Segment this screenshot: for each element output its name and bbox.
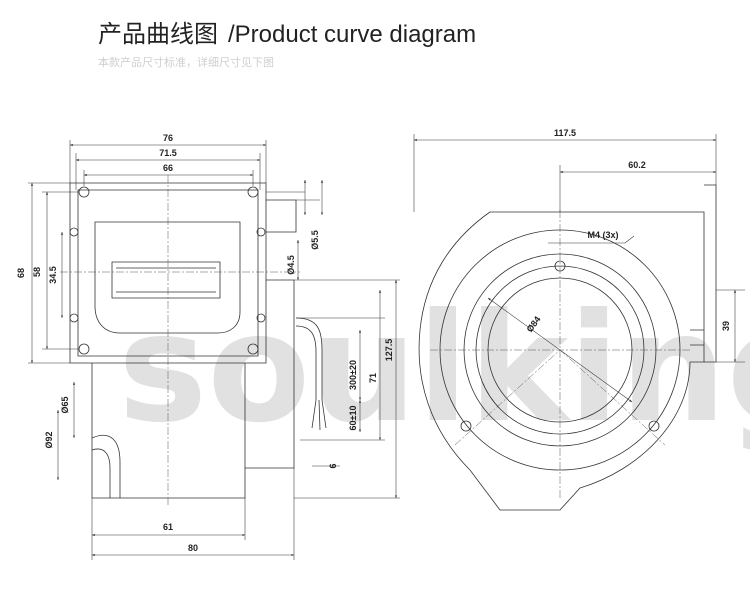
front-motor-block [266, 199, 297, 233]
dim-80: 80 [188, 543, 198, 553]
front-outlet-curve [91, 434, 121, 498]
dim-39: 39 [721, 321, 731, 331]
ext-71 [296, 317, 385, 441]
side-dimension-lines [413, 134, 745, 403]
front-hole-top-left [78, 186, 90, 198]
dim-92: Ø92 [44, 431, 54, 448]
front-slot-left-upper [69, 227, 79, 237]
front-inner-box [111, 261, 221, 299]
dim-line-84 [487, 297, 633, 403]
front-outlet-inner [91, 448, 111, 498]
dim-71: 71 [368, 373, 378, 383]
dim-65: Ø65 [60, 396, 70, 413]
front-hole-bottom-left [78, 343, 90, 355]
front-body-cavity [94, 221, 241, 334]
side-view [418, 184, 717, 511]
front-slot-right-upper [256, 227, 266, 237]
front-inner-lines [116, 267, 216, 293]
front-cable-b [295, 325, 317, 400]
front-cable-a [295, 317, 323, 400]
front-flange-outline [69, 182, 267, 364]
front-slot-left-lower [69, 313, 79, 323]
title-row: 产品曲线图/Product curve diagram [98, 14, 477, 48]
ext-127-5 [294, 279, 400, 499]
front-centre-lines [60, 175, 300, 505]
screw-label: M4 (3x) [587, 230, 618, 240]
front-flange-inner [77, 189, 259, 357]
dim-60: 60±10 [348, 406, 358, 431]
front-dimension-lines [28, 140, 400, 560]
dim-300: 300±20 [348, 360, 358, 390]
side-flange-plate [704, 184, 717, 363]
front-cable-wires [311, 399, 327, 431]
ext-117-5 [413, 134, 717, 212]
front-hole-top-right [247, 186, 259, 198]
side-screw-right [648, 420, 660, 432]
dim-60-2: 60.2 [628, 160, 646, 170]
title-chinese: 产品曲线图 [98, 20, 218, 48]
side-housing-outline [418, 211, 705, 511]
front-hole-bottom-right [247, 343, 259, 355]
front-slot-right-lower [256, 313, 266, 323]
dim-4-5: Ø4.5 [286, 255, 296, 275]
subtitle: 本款产品尺寸标准，详细尺寸见下图 [98, 56, 274, 69]
ext-76 [69, 140, 267, 183]
watermark-text: soulking [118, 282, 750, 456]
dim-58: 58 [32, 267, 42, 277]
dim-76: 76 [163, 133, 173, 143]
ext-holes-right [266, 191, 320, 201]
dim-6: 6 [328, 463, 338, 468]
leader-m4 [548, 235, 635, 244]
dim-61: 61 [163, 522, 173, 532]
ext-68 [28, 182, 70, 364]
dim-68: 68 [16, 268, 26, 278]
dim-5-5: Ø5.5 [310, 230, 320, 250]
dim-34-5: 34.5 [48, 266, 58, 284]
title-english: /Product curve diagram [228, 21, 477, 48]
dim-117-5: 117.5 [554, 128, 576, 138]
side-flange-ribs [690, 329, 704, 346]
side-screw-left [460, 420, 472, 432]
dim-71-5: 71.5 [159, 148, 177, 158]
ext-39 [716, 289, 745, 363]
front-dimension-texts: 76 71.5 66 68 58 34.5 Ø4.5 Ø5.5 127.5 71… [16, 133, 394, 553]
dim-127-5: 127.5 [384, 339, 394, 362]
ext-66 [83, 170, 254, 186]
ext-base [91, 468, 295, 560]
dim-66: 66 [163, 163, 173, 173]
